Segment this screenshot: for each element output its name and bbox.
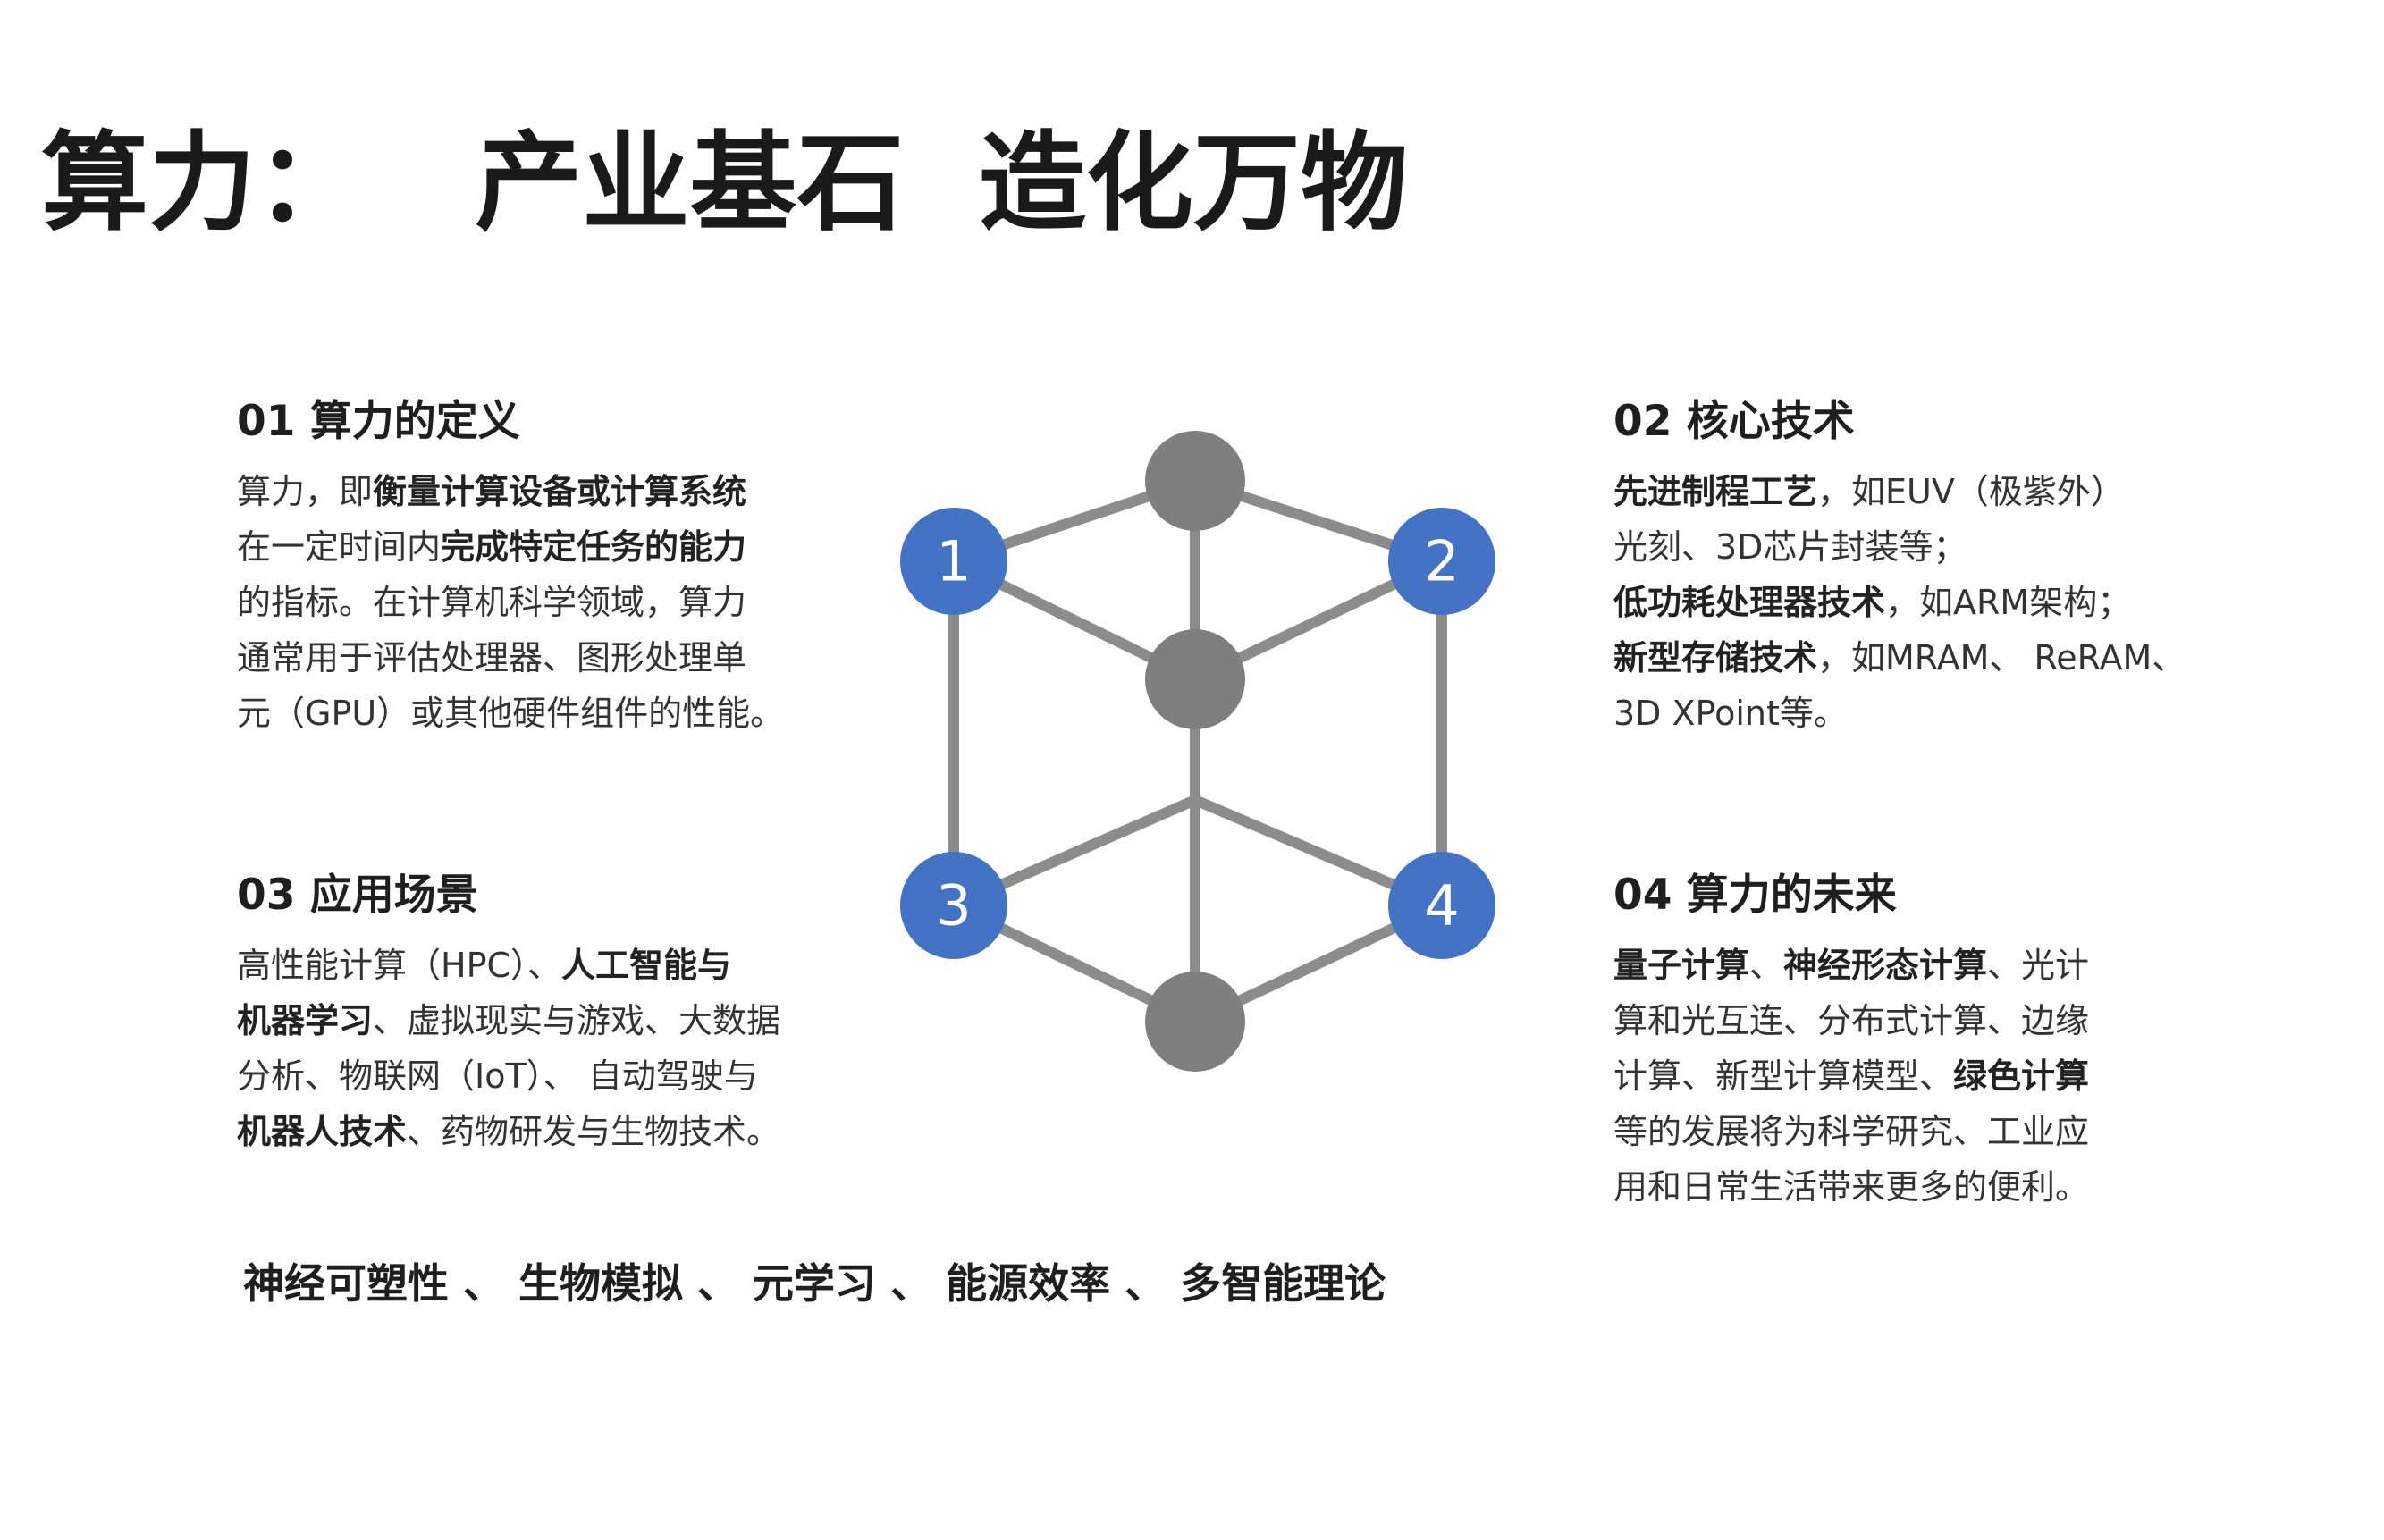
text-run: 用和日常生活带来更多的便利。	[1613, 1167, 2090, 1207]
badge-4: 4	[1388, 852, 1495, 959]
text-run: 通常用于评估处理器、图形处理单	[237, 638, 747, 677]
badge-3: 3	[900, 852, 1007, 959]
text-run: 、	[1749, 946, 1784, 985]
section-line: 高性能计算（HPC）、人工智能与	[237, 938, 780, 993]
section-line: 算和光互连、分布式计算、边缘	[1613, 993, 2089, 1048]
text-run: 、药物研发与生物技术。	[407, 1112, 781, 1151]
section-line: 光刻、3D芯片封装等；	[1613, 519, 2186, 575]
section-heading: 04 算力的未来	[1613, 871, 1897, 920]
bold-text: 量子计算	[1613, 946, 1750, 985]
diagram-nodes	[1145, 431, 1245, 1072]
section-line: 元（GPU）或其他硬件组件的性能。	[237, 686, 784, 741]
text-run: 高性能计算（HPC）、	[237, 946, 562, 985]
section-heading: 03 应用场景	[237, 871, 478, 920]
text-run: 分析、物联网（IoT）、 自动驾驶与	[237, 1056, 758, 1096]
section-line: 新型存储技术，如MRAM、 ReRAM、	[1613, 630, 2186, 686]
section-body: 先进制程工艺，如EUV（极紫外） 光刻、3D芯片封装等； 低功耗处理器技术，如ARM…	[1613, 464, 2186, 741]
badge-label: 4	[1424, 873, 1459, 938]
bold-text: 先进制程工艺	[1613, 472, 1818, 511]
badge-2: 2	[1388, 508, 1495, 615]
section-heading: 02 核心技术	[1613, 397, 1855, 446]
text-run: ，如EUV（极紫外）	[1817, 472, 2125, 511]
bold-text: 机器人技术	[237, 1112, 408, 1151]
text-run: 的指标。在计算机科学领域，算力	[237, 583, 747, 622]
text-run: 算和光互连、分布式计算、边缘	[1613, 1001, 2090, 1040]
section-line: 等的发展将为科学研究、工业应	[1613, 1104, 2089, 1159]
section-line: 计算、新型计算模型、绿色计算	[1613, 1048, 2089, 1104]
text-run: ，如ARM架构；	[1885, 583, 2132, 622]
bold-text: 新型存储技术	[1613, 638, 1818, 677]
diagram-badges: 1 2 3 4	[900, 508, 1495, 959]
section-core-tech: 02 核心技术 先进制程工艺，如EUV（极紫外） 光刻、3D芯片封装等； 低功耗处理…	[1613, 386, 2186, 741]
text-run: 算力，即	[237, 472, 374, 511]
text-run: 、虚拟现实与游戏、大数据	[373, 1001, 781, 1040]
section-body: 高性能计算（HPC）、人工智能与机器学习、虚拟现实与游戏、大数据分析、物联网（I…	[237, 938, 780, 1159]
text-run: 在一定时间内	[237, 527, 442, 567]
badge-label: 1	[936, 529, 971, 594]
badge-1: 1	[900, 508, 1007, 615]
text-run: ，如MRAM、 ReRAM、	[1817, 638, 2186, 677]
diagram-edges	[948, 475, 1447, 1027]
text-run: 等的发展将为科学研究、工业应	[1613, 1112, 2090, 1151]
text-run: 、光计	[1987, 946, 2090, 985]
section-line: 的指标。在计算机科学领域，算力	[237, 575, 784, 630]
section-line: 在一定时间内完成特定任务的能力	[237, 519, 784, 575]
section-definition: 01 算力的定义 算力，即衡量计算设备或计算系统在一定时间内完成特定任务的能力的…	[237, 386, 784, 741]
text-run: 计算、新型计算模型、	[1613, 1056, 1954, 1096]
section-line: 3D XPoint等。	[1613, 686, 2186, 741]
section-line: 通常用于评估处理器、图形处理单	[237, 630, 784, 686]
bold-text: 完成特定任务的能力	[441, 527, 747, 567]
bold-text: 绿色计算	[1953, 1056, 2090, 1096]
badge-label: 3	[936, 873, 971, 938]
keywords-line: 神经可塑性 、 生物模拟 、 元学习 、 能源效率 、 多智能理论	[243, 1259, 1386, 1308]
node-center	[1145, 629, 1245, 729]
section-future: 04 算力的未来 量子计算、神经形态计算、光计算和光互连、分布式计算、边缘计算、…	[1613, 860, 2089, 1215]
section-body: 量子计算、神经形态计算、光计算和光互连、分布式计算、边缘计算、新型计算模型、绿色…	[1613, 938, 2089, 1215]
section-body: 算力，即衡量计算设备或计算系统在一定时间内完成特定任务的能力的指标。在计算机科学…	[237, 464, 784, 741]
bold-text: 低功耗处理器技术	[1613, 583, 1886, 622]
bold-text: 人工智能与	[561, 946, 732, 985]
cube-network-diagram: 1 2 3 4	[900, 431, 1495, 1072]
badge-label: 2	[1424, 529, 1459, 594]
text-run: 3D XPoint等。	[1613, 694, 1848, 733]
bold-text: 神经形态计算	[1783, 946, 1988, 985]
section-heading: 01 算力的定义	[237, 397, 520, 446]
section-line: 机器学习、虚拟现实与游戏、大数据	[237, 993, 780, 1048]
node-bottom	[1145, 972, 1245, 1072]
section-line: 机器人技术、药物研发与生物技术。	[237, 1104, 780, 1159]
text-run: 光刻、3D芯片封装等；	[1613, 527, 1967, 567]
bold-text: 机器学习	[237, 1001, 374, 1040]
section-line: 分析、物联网（IoT）、 自动驾驶与	[237, 1048, 780, 1104]
section-line: 量子计算、神经形态计算、光计	[1613, 938, 2089, 993]
bold-text: 衡量计算设备或计算系统	[373, 472, 747, 511]
section-line: 算力，即衡量计算设备或计算系统	[237, 464, 784, 519]
section-line: 用和日常生活带来更多的便利。	[1613, 1159, 2089, 1215]
section-line: 先进制程工艺，如EUV（极紫外）	[1613, 464, 2186, 519]
page-title: 算力： 产业基石 造化万物	[41, 122, 1408, 246]
section-line: 低功耗处理器技术，如ARM架构；	[1613, 575, 2186, 630]
section-applications: 03 应用场景 高性能计算（HPC）、人工智能与机器学习、虚拟现实与游戏、大数据…	[237, 860, 780, 1159]
text-run: 元（GPU）或其他硬件组件的性能。	[237, 694, 785, 733]
node-top	[1145, 431, 1245, 531]
